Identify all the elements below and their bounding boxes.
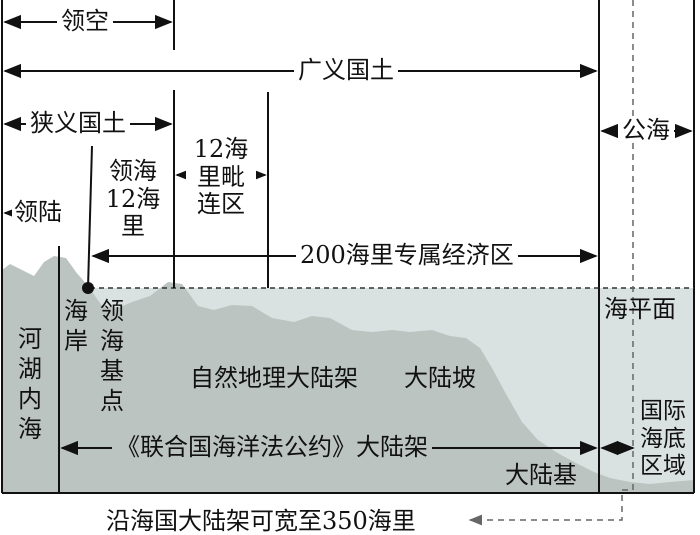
shelf-350-dashed-line	[468, 0, 634, 526]
inland-waters-label: 河 湖 内 海	[18, 325, 42, 443]
continental-rise-label: 大陆基	[505, 461, 577, 489]
eez-label: 200海里专属经济区	[296, 242, 518, 268]
seabed-profile	[2, 256, 694, 493]
baseline-point	[82, 282, 94, 294]
shelf-350-label: 沿海国大陆架可宽至350海里	[106, 507, 416, 535]
contiguous-zone-label: 12海 里毗 连区	[186, 135, 256, 219]
coast-label: 海 岸	[64, 297, 88, 355]
natural-shelf-label: 自然地理大陆架	[190, 364, 358, 392]
broad-territory-label: 广义国土	[294, 57, 398, 83]
territorial-sea-label: 领海 12海 里	[105, 157, 161, 241]
high-seas-label: 公海	[618, 117, 674, 143]
territorial-airspace-label: 领空	[57, 8, 113, 34]
international-seabed-area-label: 国际 海底 区域	[640, 398, 686, 480]
land-territory-label: 领陆	[12, 198, 64, 226]
narrow-territory-label: 狭义国土	[26, 110, 130, 136]
baseline-point-label: 领 海 基 点	[100, 297, 124, 415]
slope-label: 大陆坡	[404, 364, 476, 392]
baseline-line	[87, 145, 93, 289]
sea-level-label: 海平面	[604, 295, 676, 323]
unclos-shelf-label: 《联合国海洋法公约》大陆架	[112, 434, 432, 460]
